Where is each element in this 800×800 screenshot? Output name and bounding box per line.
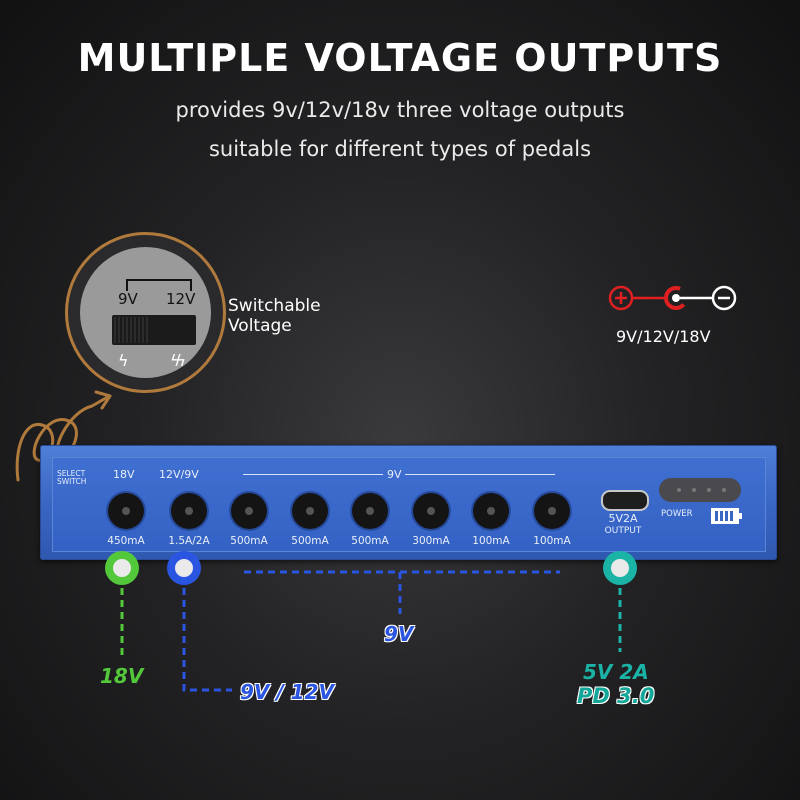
switch-closeup-panel: 9V 12V ϟ ϟϟ xyxy=(80,247,211,378)
current-label: 300mA xyxy=(412,535,450,547)
page-title: MULTIPLE VOLTAGE OUTPUTS xyxy=(77,36,723,80)
marker-usb xyxy=(603,551,637,585)
current-label: 450mA xyxy=(107,535,145,547)
switchable-label-line-1: Switchable xyxy=(228,296,321,316)
polarity-symbol xyxy=(608,285,737,311)
switchable-label-line-2: Voltage xyxy=(228,316,292,336)
divider xyxy=(405,474,555,475)
dc-jack-9v-6[interactable] xyxy=(534,493,570,529)
minus-icon xyxy=(711,285,737,311)
output-5v2a-label: 5V 2A xyxy=(583,660,649,684)
led-indicator xyxy=(692,488,696,492)
switch-9v-label: 9V xyxy=(118,290,138,308)
output-9v-label: 9V xyxy=(384,622,414,646)
col-9v-label: 9V xyxy=(387,468,402,481)
current-label: 500mA xyxy=(230,535,268,547)
polarity-voltage-label: 9V/12V/18V xyxy=(616,327,711,346)
voltage-switch-closeup: 9V 12V ϟ ϟϟ xyxy=(65,232,226,393)
current-label: 500mA xyxy=(291,535,329,547)
battery-icon xyxy=(711,508,742,524)
select-switch-label: SELECT SWITCH xyxy=(57,470,86,486)
select-switch-line-1: SELECT xyxy=(57,469,86,478)
subtitle-line-1: provides 9v/12v/18v three voltage output… xyxy=(175,98,625,122)
current-label: 1.5A/2A xyxy=(168,535,210,547)
dc-jack-18v[interactable] xyxy=(108,493,144,529)
dc-jack-9v-1[interactable] xyxy=(231,493,267,529)
subtitle-line-2: suitable for different types of pedals xyxy=(208,137,592,161)
led-indicator xyxy=(677,488,681,492)
output-18v-label: 18V xyxy=(100,664,144,688)
current-label: 100mA xyxy=(533,535,571,547)
switchable-voltage-label: Switchable Voltage xyxy=(228,296,321,336)
marker-18v xyxy=(105,551,139,585)
current-label: 100mA xyxy=(472,535,510,547)
output-9v12v-label: 9V / 12V xyxy=(240,680,334,704)
double-lightning-icon: ϟϟ xyxy=(170,351,186,370)
switch-12v-label: 12V xyxy=(166,290,196,308)
led-indicator xyxy=(707,488,711,492)
led-indicator xyxy=(722,488,726,492)
col-18v-label: 18V xyxy=(113,468,135,481)
usb-label-line-2: OUTPUT xyxy=(604,526,642,536)
device-front-panel: SELECT SWITCH 18V 12V/9V 9V 450mA 1.5A/2… xyxy=(52,457,766,552)
dc-jack-9v-3[interactable] xyxy=(352,493,388,529)
output-pd-label: PD 3.0 xyxy=(577,684,655,708)
dc-jack-12v9v[interactable] xyxy=(171,493,207,529)
dc-jack-9v-4[interactable] xyxy=(413,493,449,529)
current-label: 500mA xyxy=(351,535,389,547)
led-indicator-panel xyxy=(659,478,741,502)
power-supply-unit: SELECT SWITCH 18V 12V/9V 9V 450mA 1.5A/2… xyxy=(40,445,777,560)
marker-9v12v xyxy=(167,551,201,585)
usb-output-label: 5V2A OUTPUT xyxy=(598,513,648,537)
usb-label-line-1: 5V2A xyxy=(608,512,638,525)
select-switch-line-2: SWITCH xyxy=(57,477,87,486)
slide-switch-knob[interactable] xyxy=(114,317,150,343)
col-12v9v-label: 12V/9V xyxy=(159,468,199,481)
power-label: POWER xyxy=(661,509,693,519)
divider xyxy=(243,474,383,475)
lightning-icon: ϟ xyxy=(118,351,129,370)
dc-jack-9v-5[interactable] xyxy=(473,493,509,529)
usb-c-port[interactable] xyxy=(601,490,649,511)
switch-bracket xyxy=(126,279,192,291)
dc-jack-9v-2[interactable] xyxy=(292,493,328,529)
